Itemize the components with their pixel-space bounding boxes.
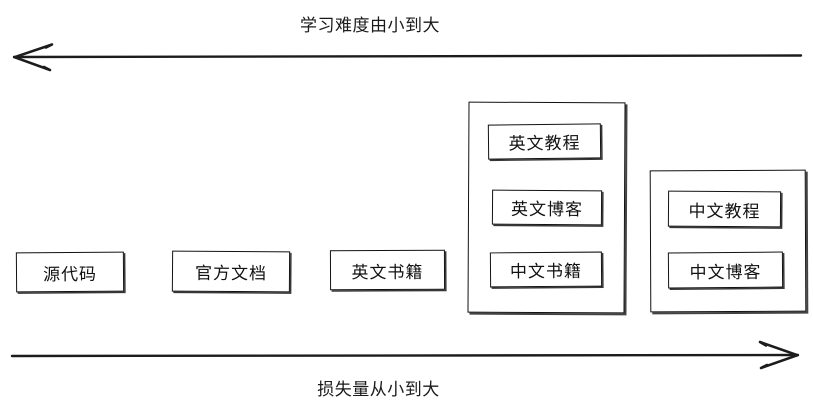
bottom-axis-arrow xyxy=(10,340,800,370)
node-official-docs[interactable]: 官方文档 xyxy=(171,250,291,293)
node-chinese-tutorial[interactable]: 中文教程 xyxy=(667,190,782,228)
node-chinese-blog[interactable]: 中文博客 xyxy=(667,251,784,289)
node-english-books[interactable]: 英文书籍 xyxy=(329,249,446,291)
top-axis-label: 学习难度由小到大 xyxy=(300,16,440,36)
bottom-axis-label: 损失量从小到大 xyxy=(317,380,440,400)
node-chinese-books[interactable]: 中文书籍 xyxy=(489,251,603,288)
node-source-code[interactable]: 源代码 xyxy=(15,251,125,293)
top-axis-arrow xyxy=(12,43,803,72)
node-english-blog[interactable]: 英文博客 xyxy=(491,189,603,226)
node-english-tutorial[interactable]: 英文教程 xyxy=(487,123,602,160)
